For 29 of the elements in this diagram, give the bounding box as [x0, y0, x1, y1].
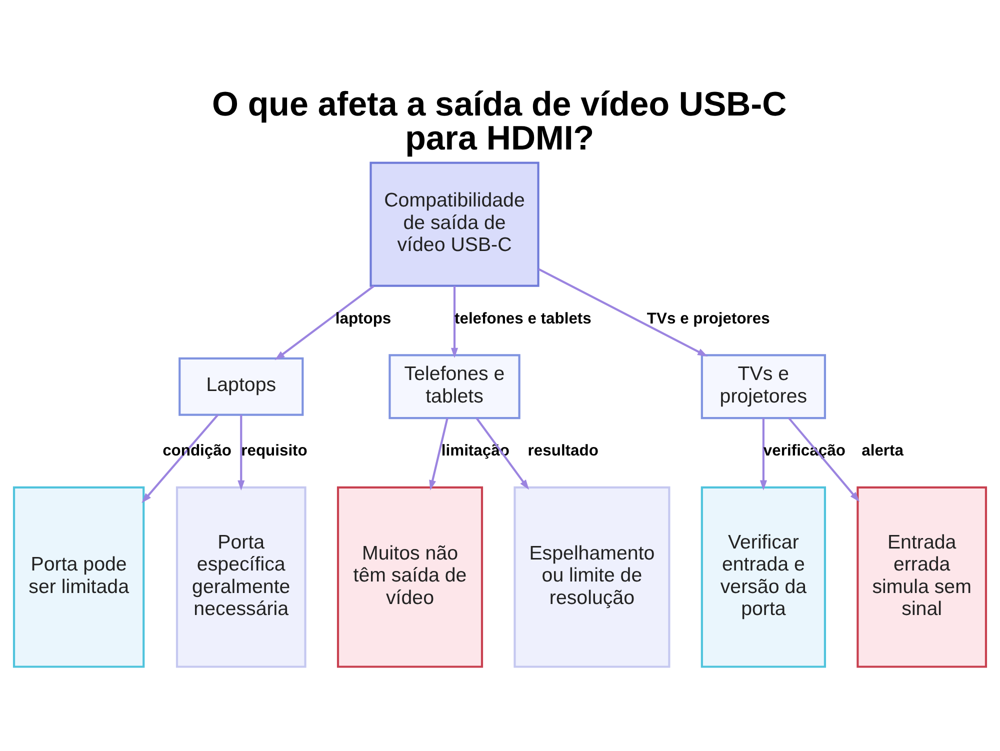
diagram-title: O que afeta a saída de vídeo USB-C para HDMI?	[212, 85, 787, 158]
node-box: Porta pode ser limitada	[12, 486, 145, 668]
edge-label: limitação	[441, 442, 510, 460]
edge-label: resultado	[528, 442, 598, 460]
arrow	[274, 285, 374, 360]
node-box: Muitos não têm saída de vídeo	[336, 486, 484, 668]
edge-label: requisito	[241, 442, 308, 460]
arrow	[238, 414, 245, 491]
node-box: Verificar entrada e versão da porta	[700, 486, 826, 668]
node-box: Compatibilidade de saída de vídeo USB-C	[370, 162, 540, 287]
arrow	[429, 418, 448, 490]
arrow	[538, 268, 708, 357]
edge-label: condição	[162, 442, 232, 460]
arrow	[142, 414, 219, 504]
edge-label: telefones e tablets	[454, 310, 592, 328]
edge-label: verificação	[763, 442, 846, 460]
edge-label: alerta	[862, 442, 904, 460]
node-box: Laptops	[178, 357, 304, 416]
node-box: Espelhamento ou limite de resolução	[514, 486, 670, 668]
arrow	[450, 286, 458, 358]
node-box: TVs e projetores	[700, 354, 826, 420]
node-box: Porta específica geralmente necessária	[176, 486, 306, 668]
edge-label: TVs e projetores	[646, 310, 770, 328]
arrow	[788, 417, 860, 502]
node-box: Entrada errada simula sem sinal	[856, 486, 988, 668]
arrow	[476, 418, 530, 490]
node-box: Telefones e tablets	[388, 354, 520, 420]
edge-label: laptops	[335, 310, 392, 328]
arrow	[760, 418, 767, 490]
